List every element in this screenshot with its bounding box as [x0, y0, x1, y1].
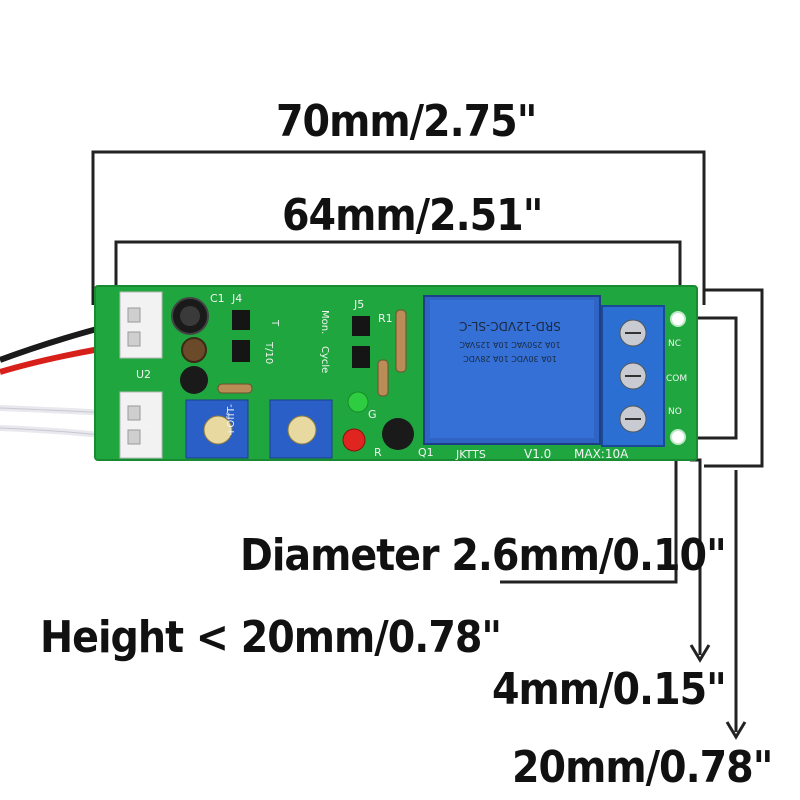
- silk-q1: Q1: [418, 446, 434, 459]
- dim-length-total-label: 70mm/2.75": [276, 96, 537, 147]
- silk-ont: +OnT-: [142, 404, 153, 436]
- jumper-j5-top: [352, 316, 370, 336]
- silk-mon: Mon.: [319, 310, 330, 334]
- silk-c1: C1: [210, 292, 225, 305]
- relay-rating-2: 10A 30VDC 10A 28VDC: [463, 354, 557, 363]
- silk-offt: +OffT-: [226, 404, 237, 436]
- silk-version: V1.0: [524, 447, 551, 461]
- dim-hole-diameter-label: Diameter 2.6mm/0.10": [240, 530, 727, 581]
- silk-g: G: [368, 408, 377, 421]
- silk-u2: U2: [136, 368, 151, 381]
- transistor-q1: [382, 418, 414, 450]
- dim-height-bracket-outer: [704, 288, 764, 468]
- connector-trigger: [119, 391, 163, 459]
- capacitor-c1-top: [180, 306, 200, 326]
- silk-r1: R1: [378, 312, 393, 325]
- dim-64-bracket: [114, 240, 682, 318]
- connector-power-pin2: [127, 331, 141, 347]
- dim-width-label: 20mm/0.78": [512, 742, 773, 793]
- dim-20mm-arrowhead: [725, 721, 747, 740]
- silk-r: R: [374, 446, 382, 459]
- terminal-label-com: COM: [666, 374, 687, 384]
- dim-70-bracket: [91, 150, 706, 305]
- jumper-j5-bottom: [352, 346, 370, 368]
- terminal-label-nc: NC: [668, 339, 681, 349]
- relay-rating-1: 10A 250VAC 10A 125VAC: [459, 340, 561, 349]
- dim-hole-offset-label: 4mm/0.15": [492, 664, 727, 715]
- transistor-u2: [180, 366, 208, 394]
- silk-t10: T/10: [263, 341, 274, 364]
- led-green: [347, 391, 369, 413]
- dim-diameter-leader: [500, 445, 678, 584]
- mounting-hole-top: [670, 311, 686, 327]
- connector-trigger-pin1: [127, 405, 141, 421]
- silk-max: MAX:10A: [574, 447, 629, 461]
- dim-length-holes-label: 64mm/2.51": [282, 190, 543, 241]
- mounting-hole-bottom: [670, 429, 686, 445]
- relay-model-text: SRD-12VDC-SL-C: [459, 319, 561, 333]
- dim-4mm-arrowhead: [689, 644, 711, 663]
- potentiometer-off-dial: [287, 415, 317, 445]
- relay-top-face: [430, 300, 594, 438]
- silk-t: T: [269, 319, 280, 327]
- resistor-1: [217, 383, 253, 394]
- connector-power: [119, 291, 163, 359]
- silk-cycle: Cycle: [319, 346, 330, 373]
- silk-j4: J4: [231, 292, 242, 305]
- jumper-j4-bottom: [232, 340, 250, 362]
- led-red: [342, 428, 366, 452]
- resistor-2: [377, 359, 389, 397]
- dim-height-bracket-inner: [690, 316, 738, 440]
- diode: [395, 309, 407, 373]
- terminal-label-no: NO: [668, 407, 682, 417]
- jumper-j4-top: [232, 310, 250, 330]
- connector-trigger-pin2: [127, 429, 141, 445]
- dim-height-label: Height < 20mm/0.78": [40, 612, 502, 663]
- inductor: [181, 337, 207, 363]
- potentiometer-on-dial: [203, 415, 233, 445]
- silk-brand: JKTTS: [455, 448, 486, 461]
- silk-j5: J5: [353, 298, 364, 311]
- connector-power-pin1: [127, 307, 141, 323]
